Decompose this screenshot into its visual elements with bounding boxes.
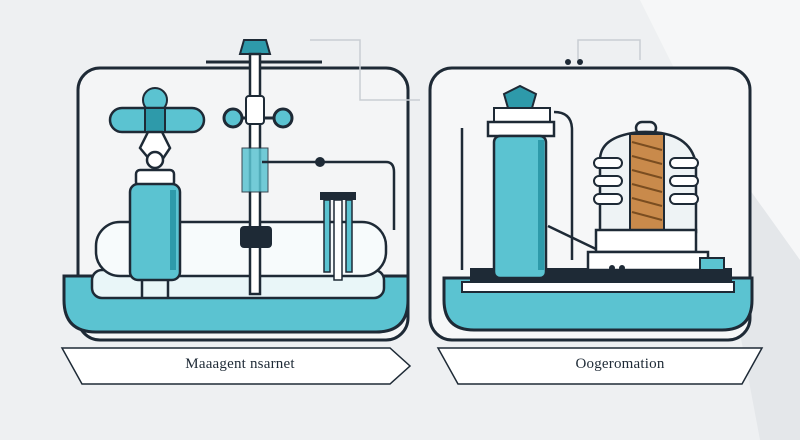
left-machine-icon bbox=[108, 87, 206, 298]
coil-reactor bbox=[586, 120, 725, 272]
right-panel bbox=[428, 39, 764, 385]
right-panel-caption: Oogeromation bbox=[575, 355, 665, 372]
right-machine-icon bbox=[460, 84, 599, 280]
left-caption-box bbox=[60, 347, 412, 385]
left-panel bbox=[60, 39, 420, 385]
left-comb bbox=[320, 192, 356, 281]
left-panel-caption: Maaagent nsarnet bbox=[185, 355, 295, 372]
central-mast bbox=[206, 39, 396, 296]
right-caption-box bbox=[436, 347, 764, 385]
